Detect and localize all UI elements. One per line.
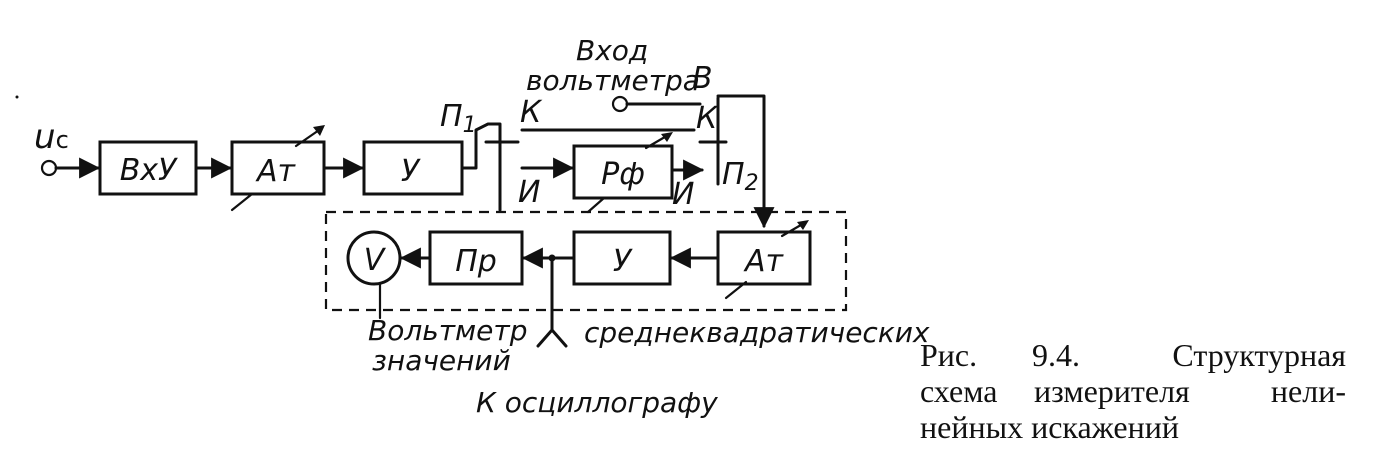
voltmeter-input-line2: вольтметра [526, 64, 700, 97]
switch-p1-label: П1 [440, 99, 477, 138]
svg-text:измерителя: измерителя [1034, 373, 1190, 409]
wire-p2-to-at2 [716, 94, 775, 229]
svg-text:9.4.: 9.4. [1032, 337, 1080, 373]
svg-text:нейных искажений: нейных искажений [920, 409, 1179, 445]
svg-text:Рис.: Рис. [920, 337, 977, 373]
svg-text:У: У [401, 154, 421, 189]
svg-text:ВхУ: ВхУ [120, 153, 178, 188]
input-label: uc [34, 117, 69, 157]
voltmeter-input-terminal [611, 95, 629, 113]
svg-text:Структурная: Структурная [1172, 337, 1346, 373]
voltmeter-input-line1: Вход [576, 34, 648, 67]
rms-voltmeter-enclosure [324, 210, 848, 312]
svg-text:V: V [364, 243, 387, 278]
stray-dot [15, 95, 19, 99]
rms-voltmeter-label-line1: Вольтметр [368, 314, 527, 347]
oscillograph-connector [536, 328, 568, 348]
svg-text:Ат: Ат [743, 244, 785, 279]
block-amplifier-2: У [572, 230, 672, 286]
switch-p1-wire [460, 122, 502, 170]
svg-text:Пр: Пр [455, 244, 497, 279]
block-input-device: ВхУ [98, 140, 198, 196]
voltmeter-input-terminal-label: В [692, 61, 713, 96]
block-amplifier-1: У [362, 140, 464, 196]
meter-voltmeter: V [346, 230, 402, 286]
switch-i-right-label: И [672, 177, 694, 212]
svg-text:нели-: нели- [1271, 373, 1346, 409]
svg-text:Ат: Ат [255, 154, 297, 189]
switch-i-left-label: И [518, 175, 540, 210]
input-terminal [40, 159, 58, 177]
switch-k-right-label: К [696, 101, 719, 136]
block-attenuator-1: Ат [230, 125, 326, 212]
block-rejection-filter: Рф [572, 132, 674, 214]
svg-text:Рф: Рф [601, 157, 645, 192]
switch-p2-label: П2 [722, 157, 759, 196]
oscillograph-label: К осциллографу [476, 386, 718, 419]
rms-voltmeter-label-line2: значений [372, 344, 511, 377]
svg-text:схема: схема [920, 373, 997, 409]
svg-text:У: У [613, 244, 633, 279]
figure-caption: Рис. 9.4. Структурная схема измерителя н… [920, 337, 1346, 445]
block-attenuator-2: Ат [716, 220, 812, 300]
switch-k-left-label: К [520, 95, 543, 130]
rms-voltmeter-label-right: среднеквадратических [584, 316, 930, 349]
block-detector: Пр [428, 230, 524, 286]
